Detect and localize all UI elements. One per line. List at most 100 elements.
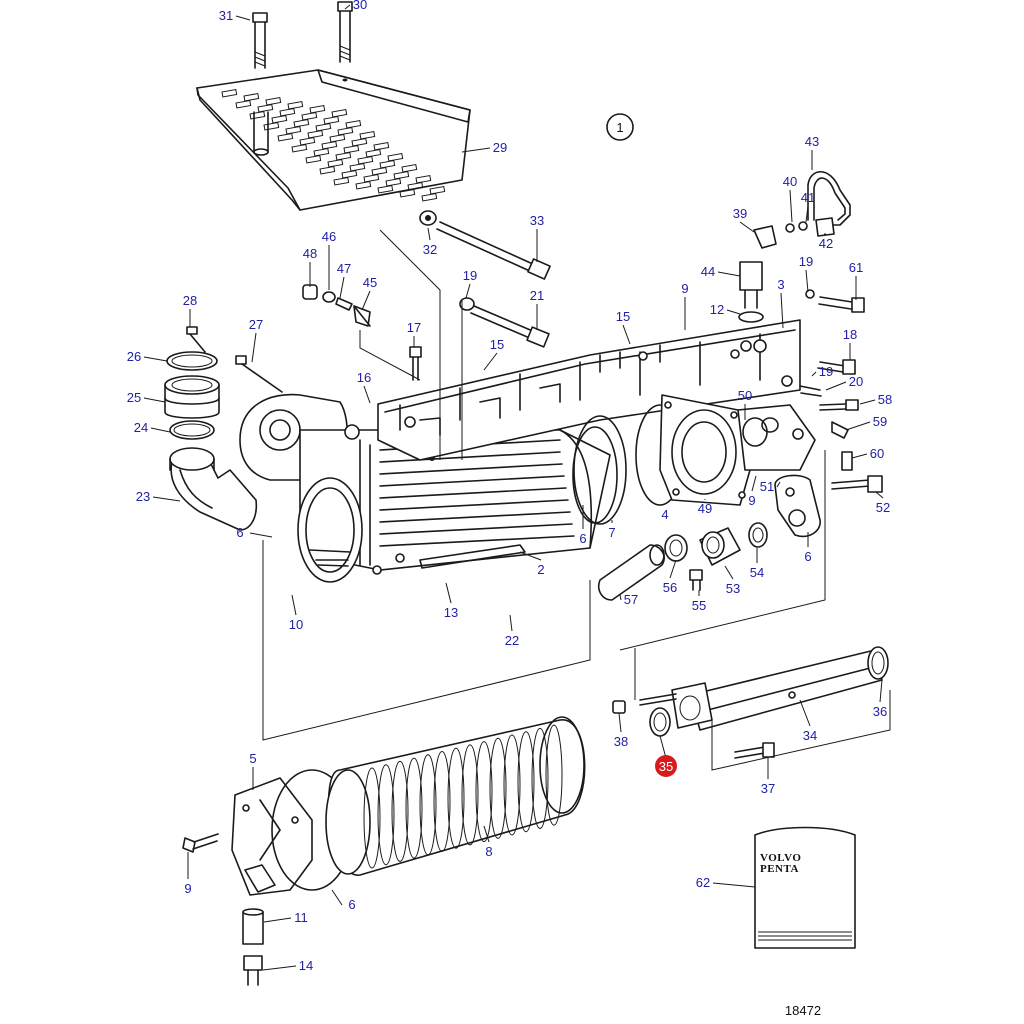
part-label-13[interactable]: 13	[444, 605, 458, 620]
part-label-21[interactable]: 21	[530, 288, 544, 303]
part-label-24[interactable]: 24	[134, 420, 148, 435]
shield-slot	[349, 162, 366, 172]
part-label-15[interactable]: 15	[616, 309, 630, 324]
part-label-12[interactable]: 12	[710, 302, 724, 317]
part-label-38[interactable]: 38	[614, 734, 628, 749]
shield-slot	[429, 185, 446, 195]
callout-leader	[811, 371, 817, 377]
part-label-6[interactable]: 6	[236, 525, 243, 540]
logo-line-1: VOLVO	[760, 852, 801, 864]
part-label-40[interactable]: 40	[783, 174, 797, 189]
part-label-57[interactable]: 57	[624, 592, 638, 607]
part-label-49[interactable]: 49	[698, 501, 712, 516]
part-label-33[interactable]: 33	[530, 213, 544, 228]
exhaust-shield	[196, 69, 471, 211]
callout-leader	[519, 551, 542, 561]
part-label-28[interactable]: 28	[183, 293, 197, 308]
part-label-9[interactable]: 9	[748, 493, 755, 508]
part-label-45[interactable]: 45	[363, 275, 377, 290]
part-label-6[interactable]: 6	[579, 531, 586, 546]
part-label-52[interactable]: 52	[876, 500, 890, 515]
part-label-30[interactable]: 30	[353, 0, 367, 12]
part-label-29[interactable]: 29	[493, 140, 507, 155]
part-label-19[interactable]: 19	[463, 268, 477, 283]
shield-slot	[257, 103, 274, 113]
callout-leader	[851, 453, 868, 459]
part-label-11[interactable]: 11	[294, 910, 308, 925]
part-label-4[interactable]: 4	[661, 507, 668, 522]
part-label-9[interactable]: 9	[184, 881, 191, 896]
part-label-36[interactable]: 36	[873, 704, 887, 719]
part-label-55[interactable]: 55	[692, 598, 706, 613]
shield-slot	[271, 114, 288, 124]
service-kit: VOLVO PENTA	[754, 826, 856, 949]
part-label-14[interactable]: 14	[299, 958, 313, 973]
part-label-22[interactable]: 22	[505, 633, 519, 648]
part-label-41[interactable]: 41	[801, 190, 815, 205]
part-label-48[interactable]: 48	[303, 246, 317, 261]
part-label-2[interactable]: 2	[537, 562, 544, 577]
part-label-47[interactable]: 47	[337, 261, 351, 276]
filter-fin	[419, 754, 437, 856]
right-fasteners	[799, 289, 883, 493]
callout-leader	[879, 679, 883, 703]
part-label-20[interactable]: 20	[849, 374, 863, 389]
part-label-53[interactable]: 53	[726, 581, 740, 596]
part-label-62[interactable]: 62	[696, 875, 710, 890]
callout-leader	[483, 352, 498, 371]
part-label-25[interactable]: 25	[127, 390, 141, 405]
part-label-59[interactable]: 59	[873, 414, 887, 429]
part-label-6[interactable]: 6	[804, 549, 811, 564]
part-label-19[interactable]: 19	[799, 254, 813, 269]
part-label-39[interactable]: 39	[733, 206, 747, 221]
highlighted-part-badge[interactable]: 35	[655, 755, 677, 777]
part-label-44[interactable]: 44	[701, 264, 715, 279]
part-label-5[interactable]: 5	[249, 751, 256, 766]
part-label-50[interactable]: 50	[738, 388, 752, 403]
part-label-37[interactable]: 37	[761, 781, 775, 796]
part-label-27[interactable]: 27	[249, 317, 263, 332]
part-label-9[interactable]: 9	[681, 281, 688, 296]
part-label-6[interactable]: 6	[348, 897, 355, 912]
part-label-31[interactable]: 31	[219, 8, 233, 23]
part-label-46[interactable]: 46	[322, 229, 336, 244]
part-label-60[interactable]: 60	[870, 446, 884, 461]
part-label-32[interactable]: 32	[423, 242, 437, 257]
part-label-16[interactable]: 16	[357, 370, 371, 385]
part-label-10[interactable]: 10	[289, 617, 303, 632]
callout-leader	[263, 917, 292, 923]
part-label-3[interactable]: 3	[777, 277, 784, 292]
filter-fin	[489, 737, 507, 839]
part-label-15[interactable]: 15	[490, 337, 504, 352]
part-label-19[interactable]: 19	[819, 364, 833, 379]
callout-leader	[799, 699, 811, 727]
part-label-58[interactable]: 58	[878, 392, 892, 407]
part-label-51[interactable]: 51	[760, 479, 774, 494]
part-label-34[interactable]: 34	[803, 728, 817, 743]
callout-leader	[150, 427, 171, 433]
part-label-61[interactable]: 61	[849, 260, 863, 275]
part-label-23[interactable]: 23	[136, 489, 150, 504]
shield-slot	[371, 166, 388, 176]
part-label-26[interactable]: 26	[127, 349, 141, 364]
filter-fin	[405, 757, 423, 859]
insert-assembly	[231, 716, 586, 896]
callout-leader	[622, 324, 631, 345]
part-label-54[interactable]: 54	[750, 565, 764, 580]
callout-leader	[875, 491, 884, 499]
part-label-56[interactable]: 56	[663, 580, 677, 595]
part-label-17[interactable]: 17	[407, 320, 421, 335]
long-bolt-33	[419, 210, 551, 280]
part-label-43[interactable]: 43	[805, 134, 819, 149]
catalog-number: 18472	[785, 1003, 821, 1018]
shield-slot	[321, 140, 338, 150]
part-label-18[interactable]: 18	[843, 327, 857, 342]
callout-leader	[361, 290, 371, 311]
shield-slot	[249, 110, 266, 120]
part-label-42[interactable]: 42	[819, 236, 833, 251]
callout-leader	[789, 189, 793, 223]
part-label-7[interactable]: 7	[608, 525, 615, 540]
part-label-8[interactable]: 8	[485, 844, 492, 859]
